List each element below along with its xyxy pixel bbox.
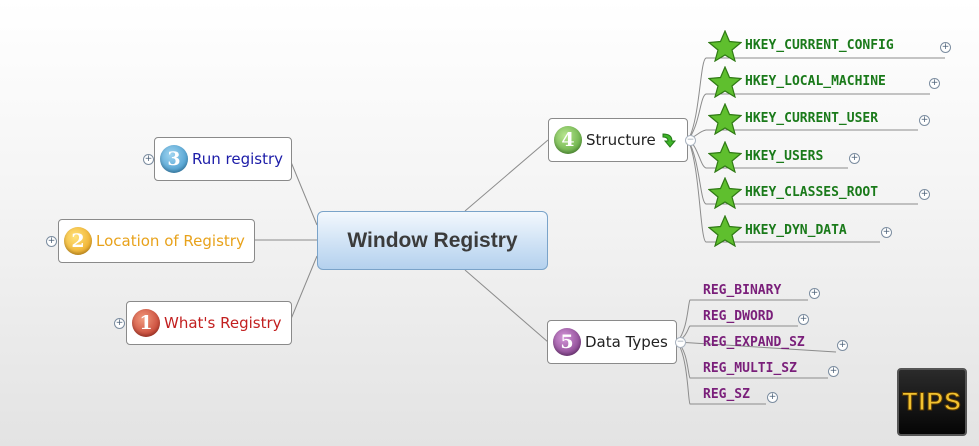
structure-item[interactable]: HKEY_CURRENT_CONFIG: [745, 38, 894, 53]
topic-label: Structure: [586, 131, 656, 149]
structure-item[interactable]: HKEY_DYN_DATA: [745, 223, 847, 238]
star-icon: [708, 215, 742, 247]
data-type-item[interactable]: REG_SZ: [703, 387, 750, 402]
collapse-icon[interactable]: −: [675, 337, 686, 348]
structure-item[interactable]: HKEY_CLASSES_ROOT: [745, 185, 879, 200]
number-1-icon: 1: [132, 309, 160, 337]
green-arrow-down-icon: [662, 133, 676, 148]
tips-logo-text: TIPS: [902, 387, 962, 416]
expand-icon[interactable]: +: [929, 78, 940, 89]
expand-icon[interactable]: +: [114, 318, 125, 329]
expand-icon[interactable]: +: [940, 42, 951, 53]
topic-data-types[interactable]: 5 Data Types: [547, 320, 677, 364]
star-icon: [708, 30, 742, 62]
central-topic-title: Window Registry: [347, 228, 518, 252]
expand-icon[interactable]: +: [919, 189, 930, 200]
topic-location-of-registry[interactable]: 2 Location of Registry: [58, 219, 255, 263]
structure-item[interactable]: HKEY_USERS: [745, 149, 824, 164]
expand-icon[interactable]: +: [767, 392, 778, 403]
expand-icon[interactable]: +: [143, 154, 154, 165]
structure-item[interactable]: HKEY_LOCAL_MACHINE: [745, 74, 886, 89]
number-2-icon: 2: [64, 227, 92, 255]
expand-icon[interactable]: +: [828, 366, 839, 377]
star-icon: [708, 103, 742, 135]
topic-label: Data Types: [585, 333, 668, 351]
data-type-item[interactable]: REG_DWORD: [703, 309, 774, 324]
topic-label: Run registry: [192, 150, 284, 168]
star-icon: [708, 141, 742, 173]
tips-logo: TIPS: [897, 368, 967, 436]
star-icon: [708, 177, 742, 209]
number-3-icon: 3: [160, 145, 188, 173]
topic-label: Location of Registry: [96, 232, 245, 250]
number-4-icon: 4: [554, 126, 582, 154]
number-5-icon: 5: [553, 328, 581, 356]
expand-icon[interactable]: +: [837, 340, 848, 351]
expand-icon[interactable]: +: [798, 314, 809, 325]
expand-icon[interactable]: +: [46, 236, 57, 247]
star-icon: [708, 66, 742, 98]
data-type-item[interactable]: REG_MULTI_SZ: [703, 361, 797, 376]
topic-label: What's Registry: [164, 314, 282, 332]
topic-run-registry[interactable]: 3 Run registry: [154, 137, 292, 181]
topic-whats-registry[interactable]: 1 What's Registry: [126, 301, 292, 345]
topic-structure[interactable]: 4 Structure: [548, 118, 688, 162]
expand-icon[interactable]: +: [809, 288, 820, 299]
structure-item[interactable]: HKEY_CURRENT_USER: [745, 111, 879, 126]
collapse-icon[interactable]: −: [685, 135, 696, 146]
expand-icon[interactable]: +: [919, 115, 930, 126]
central-topic[interactable]: Window Registry: [317, 211, 548, 270]
data-type-item[interactable]: REG_BINARY: [703, 283, 782, 298]
expand-icon[interactable]: +: [881, 227, 892, 238]
data-type-item[interactable]: REG_EXPAND_SZ: [703, 335, 805, 350]
expand-icon[interactable]: +: [849, 153, 860, 164]
